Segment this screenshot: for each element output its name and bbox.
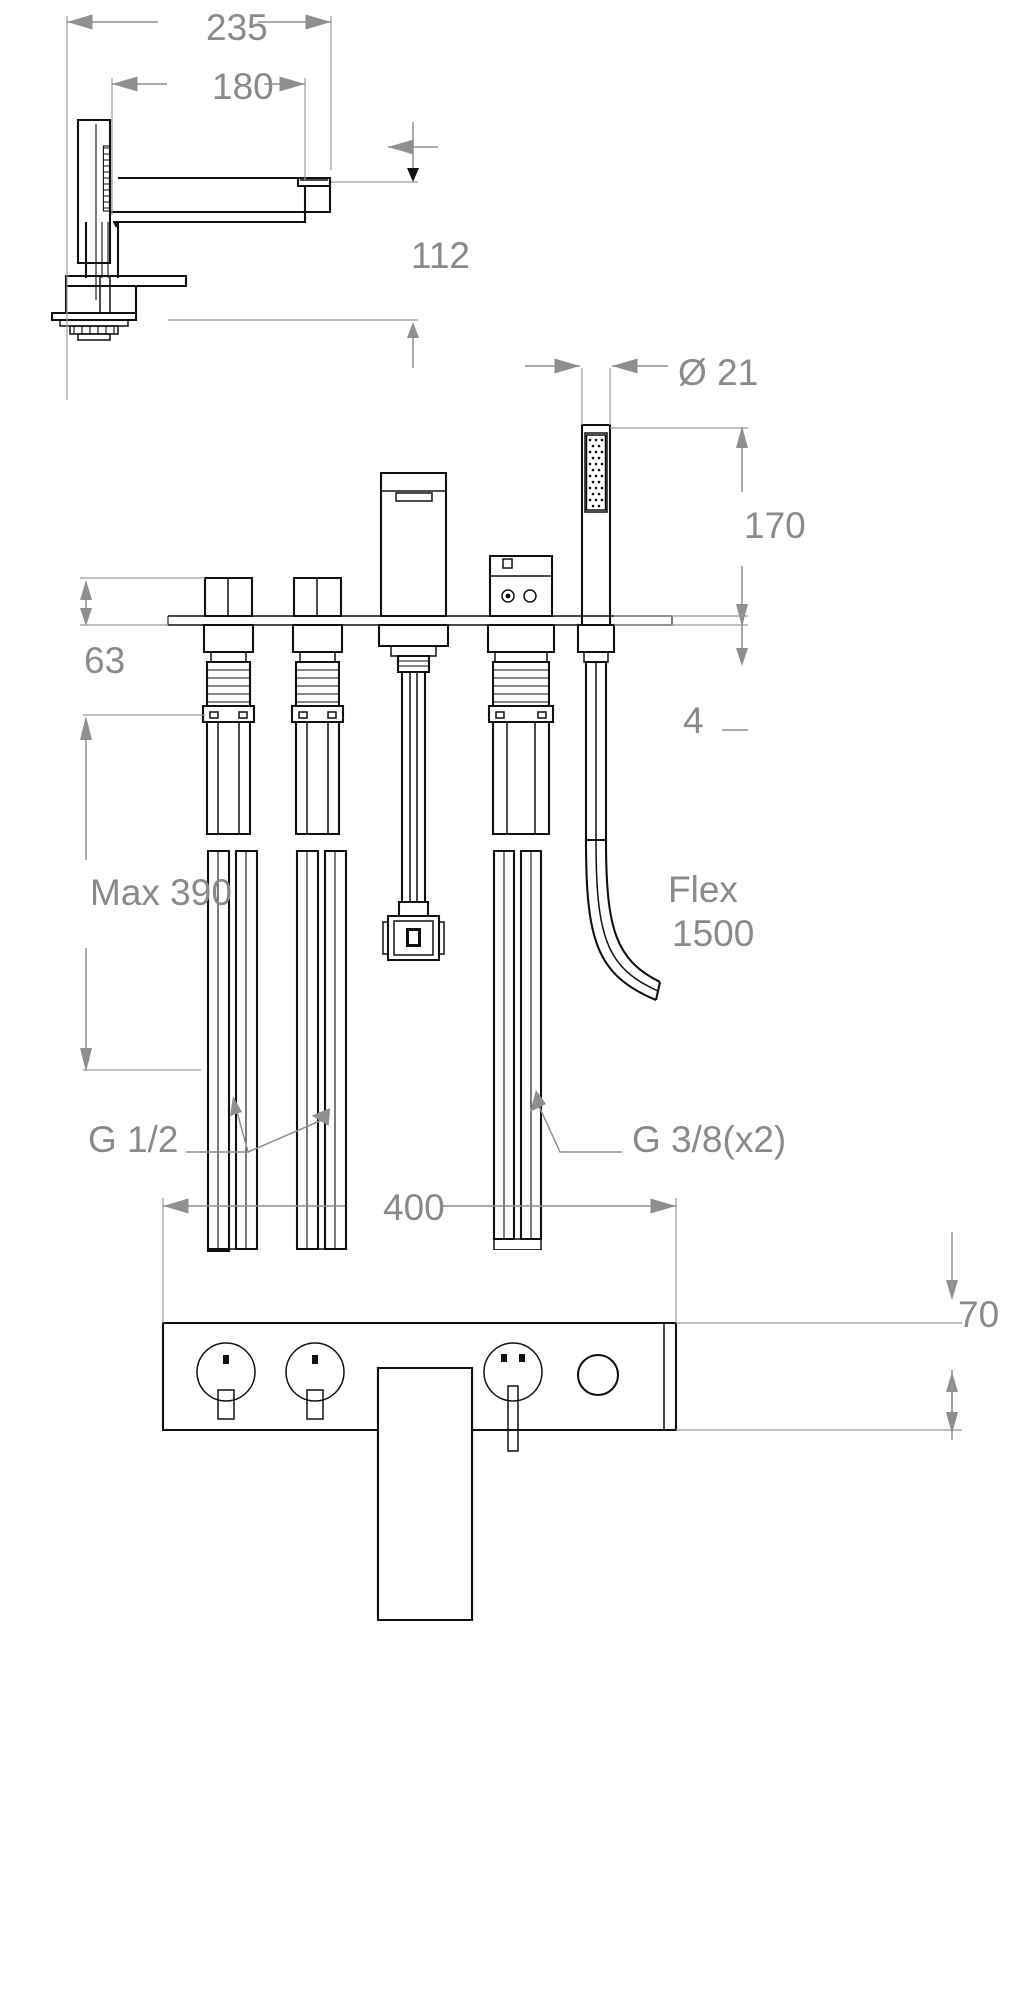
dim-label-235: 235 — [206, 7, 268, 48]
dim-label-flex-2: 1500 — [672, 913, 754, 954]
leader-g38 — [530, 1090, 622, 1153]
handle-left — [201, 576, 256, 836]
dim-label-d21: Ø 21 — [678, 352, 758, 393]
dim-label-400: 400 — [383, 1187, 445, 1228]
leader-g12 — [186, 1096, 331, 1153]
dim-235-group — [66, 14, 332, 400]
dim-label-g38: G 3/8(x2) — [632, 1119, 786, 1160]
spray-face — [585, 434, 607, 511]
dim-max390-group — [80, 714, 205, 1072]
dim-63-group — [80, 577, 205, 626]
dim-label-170: 170 — [744, 505, 806, 546]
dim-label-g12: G 1/2 — [88, 1119, 179, 1160]
dim-4-group — [614, 615, 748, 731]
dim-d21-group — [525, 358, 668, 425]
handshower — [576, 423, 662, 1001]
inlet-hose-left-bottom — [206, 1247, 231, 1253]
diverter-valve — [486, 554, 556, 836]
dim-label-max390: Max 390 — [90, 872, 232, 913]
dim-400-group — [162, 1198, 677, 1323]
dim-label-4: 4 — [683, 700, 704, 741]
dim-label-63: 63 — [84, 640, 125, 681]
handle-right — [290, 576, 345, 836]
dim-180-group — [111, 76, 306, 215]
view-deck-plate-final — [161, 1247, 678, 1622]
dim-112-group — [168, 122, 438, 368]
dim-label-flex-1: Flex — [668, 869, 738, 910]
view-spout-side — [50, 118, 332, 341]
tub-spout — [377, 471, 450, 962]
dim-label-180: 180 — [212, 66, 274, 107]
dim-label-70: 70 — [958, 1294, 999, 1335]
dim-70-group — [676, 1232, 962, 1440]
dim-label-112: 112 — [411, 235, 470, 276]
